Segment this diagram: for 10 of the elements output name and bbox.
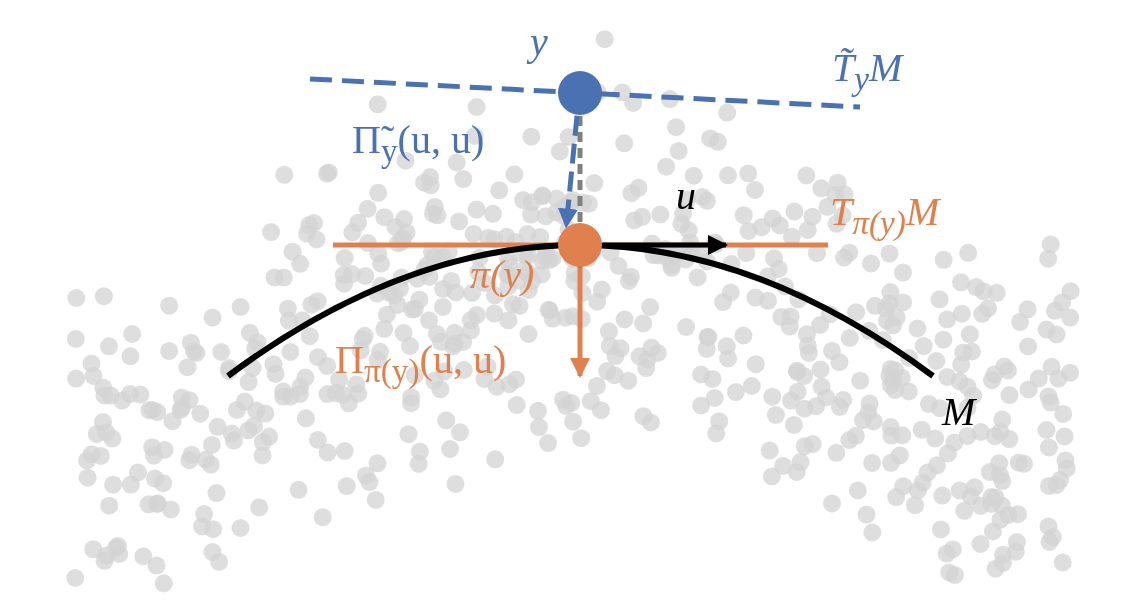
- math-label: T$_{π(y)}$M: [830, 192, 940, 240]
- point-marker: [558, 71, 602, 115]
- math-label: Π$_{π(y)}$(u, u): [335, 340, 507, 388]
- math-label: u: [676, 176, 696, 216]
- math-label: T̃$_{y}$M: [832, 48, 903, 96]
- arrow: [558, 115, 580, 229]
- edge-label: Π̃$_{y}$(u, u): [352, 120, 485, 168]
- point-label: π(y): [470, 255, 535, 295]
- point-marker: [558, 223, 602, 267]
- math-label: M: [942, 392, 976, 432]
